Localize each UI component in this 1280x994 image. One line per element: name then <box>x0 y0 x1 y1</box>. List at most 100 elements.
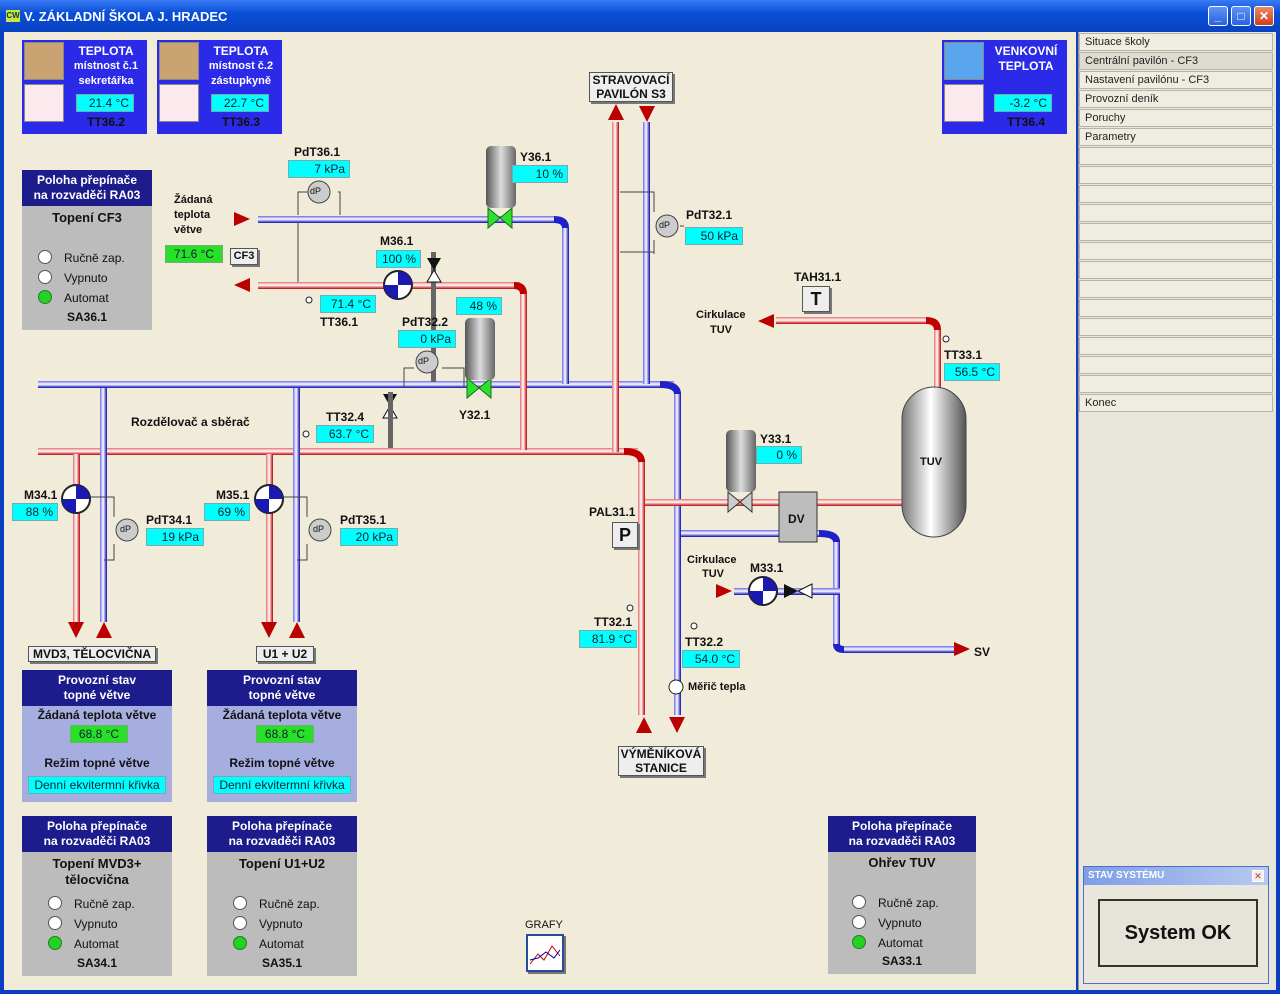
radio-auto-label: Automat <box>74 937 119 951</box>
sidebar-item-17[interactable] <box>1079 356 1273 374</box>
radio-off[interactable] <box>48 916 62 930</box>
tt361-value: 71.4 °C <box>320 295 376 313</box>
valve-y321 <box>466 376 492 400</box>
maximize-button[interactable]: □ <box>1231 6 1251 26</box>
radio-auto[interactable] <box>852 935 866 949</box>
radio-manual[interactable] <box>48 896 62 910</box>
pump-m361 <box>383 270 413 300</box>
radio-auto-label: Automat <box>259 937 304 951</box>
sidebar-item-10[interactable] <box>1079 223 1273 241</box>
cf3-tag[interactable]: CF3 <box>230 248 258 265</box>
sidebar-item-18[interactable] <box>1079 375 1273 393</box>
radio-auto-label: Automat <box>878 936 923 950</box>
radio-manual[interactable] <box>38 250 52 264</box>
m351-label: M35.1 <box>216 488 250 502</box>
pdt322-label: PdT32.2 <box>402 315 449 329</box>
tt324-value: 63.7 °C <box>316 425 374 443</box>
tuv-return-pipe <box>681 530 821 537</box>
tah311-label: TAH31.1 <box>794 270 842 284</box>
arrow-circ2 <box>716 584 732 598</box>
u12-tag[interactable]: U1 + U2 <box>256 646 314 662</box>
sidebar-item-3[interactable]: Provozní deník <box>1079 90 1273 108</box>
status-close-icon[interactable]: ✕ <box>1252 870 1264 882</box>
house-icon <box>24 42 64 80</box>
distributor-label: Rozdělovač a sběrač <box>131 415 250 429</box>
radio-off[interactable] <box>852 915 866 929</box>
branch-mvd-mode-label: Režim topné větve <box>44 756 150 770</box>
actuator-y321-icon <box>465 318 495 380</box>
sidebar-item-13[interactable] <box>1079 280 1273 298</box>
radio-manual[interactable] <box>852 895 866 909</box>
room2-temp-panel[interactable]: TEPLOTA místnost č.2 zástupkyně 22.7 °C … <box>157 40 282 134</box>
room1-sensor-id: TT36.2 <box>86 115 125 129</box>
sidebar-item-16[interactable] <box>1079 337 1273 355</box>
sidebar-item-4[interactable]: Poruchy <box>1079 109 1273 127</box>
sidebar-item-14[interactable] <box>1079 299 1273 317</box>
close-button[interactable]: ✕ <box>1254 6 1274 26</box>
minimize-button[interactable]: _ <box>1208 6 1228 26</box>
sidebar-item-0[interactable]: Situace školy <box>1079 33 1273 51</box>
radio-auto[interactable] <box>233 936 247 950</box>
sidebar-item-12[interactable] <box>1079 261 1273 279</box>
sidebar-item-11[interactable] <box>1079 242 1273 260</box>
sidebar-item-2[interactable]: Nastavení pavilónu - CF3 <box>1079 71 1273 89</box>
actuator-y331-icon <box>726 430 756 492</box>
radio-auto[interactable] <box>38 290 52 304</box>
radio-off[interactable] <box>38 270 52 284</box>
radio-auto[interactable] <box>48 936 62 950</box>
y331-value: 0 % <box>756 446 802 464</box>
dp-label-2: dP <box>418 356 430 366</box>
dp-sensor-2 <box>415 350 439 374</box>
sidebar-item-9[interactable] <box>1079 204 1273 222</box>
m331-label: M33.1 <box>750 561 784 575</box>
cf3-return-vertical <box>562 228 569 384</box>
branch-mvd-mode-value: Denní ekvitermní křivka <box>28 776 166 794</box>
branch-u-mode-value: Denní ekvitermní křivka <box>213 776 351 794</box>
tt331-label: TT33.1 <box>944 348 983 362</box>
tt321-value: 81.9 °C <box>579 630 637 648</box>
thermometer-icon <box>24 84 64 122</box>
dp-sensor-4 <box>115 518 139 542</box>
arrow-cf3-in <box>234 212 250 226</box>
switch-mvd-title2: tělocvična <box>65 872 129 887</box>
outside-temp-panel[interactable]: VENKOVNÍ TEPLOTA -3.2 °C TT36.4 <box>942 40 1067 134</box>
cf3-supply-vertical <box>520 294 527 450</box>
sidebar-item-15[interactable] <box>1079 318 1273 336</box>
sidebar-item-1[interactable]: Centrální pavilón - CF3 <box>1079 52 1273 70</box>
mvd-tag[interactable]: MVD3, TĚLOCVIČNA <box>28 646 156 662</box>
process-diagram: TEPLOTA místnost č.1 sekretářka 21.4 °C … <box>4 32 1076 990</box>
room1-temp-panel[interactable]: TEPLOTA místnost č.1 sekretářka 21.4 °C … <box>22 40 147 134</box>
y361-label: Y36.1 <box>520 150 552 164</box>
y331-label: Y33.1 <box>760 432 792 446</box>
dp-label-1: dP <box>310 186 322 196</box>
sv-label: SV <box>974 645 991 659</box>
sidebar-item-8[interactable] <box>1079 185 1273 203</box>
radio-off[interactable] <box>233 916 247 930</box>
valve-y331 <box>727 490 753 514</box>
radio-off-label: Vypnuto <box>64 271 108 285</box>
branch-mvd-set-value: 68.8 °C <box>70 725 128 743</box>
switch-cf3-title: Topení CF3 <box>52 210 122 225</box>
sidebar-item-19[interactable]: Konec <box>1079 394 1273 412</box>
radio-manual[interactable] <box>233 896 247 910</box>
title-bar[interactable]: CW V. ZÁKLADNÍ ŠKOLA J. HRADEC _ □ ✕ <box>0 0 1280 32</box>
radio-manual-label: Ručně zap. <box>878 896 939 910</box>
sidebar-item-5[interactable]: Parametry <box>1079 128 1273 146</box>
sidebar-item-7[interactable] <box>1079 166 1273 184</box>
arrow-exch-up <box>636 717 652 733</box>
arrow-sv <box>954 642 970 656</box>
arrow-u-up <box>289 622 305 638</box>
room2-title1: TEPLOTA <box>213 44 269 58</box>
dp-sensor-5 <box>308 518 332 542</box>
switch-mvd-title1: Topení MVD3+ <box>52 856 142 871</box>
s3-supply-pipe <box>612 122 619 452</box>
arrow-mvd-down <box>68 622 84 638</box>
sidebar-item-6[interactable] <box>1079 147 1273 165</box>
chart-icon[interactable] <box>526 934 564 972</box>
weather-icon <box>944 42 984 80</box>
